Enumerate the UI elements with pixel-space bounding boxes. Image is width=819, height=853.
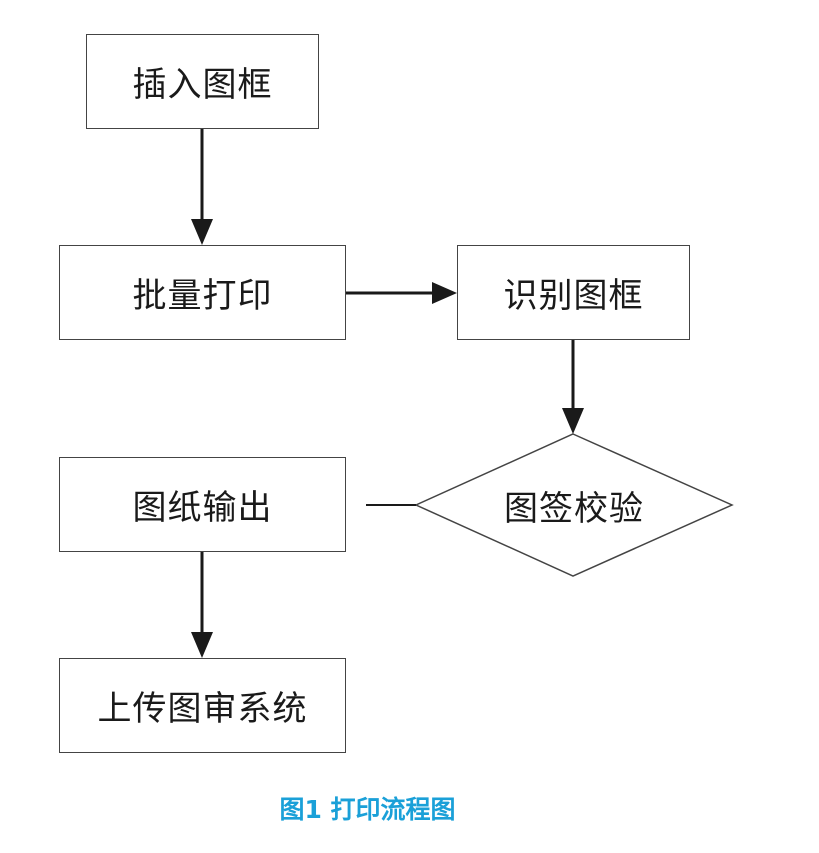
node-upload-review-system-label: 上传图审系统 — [97, 689, 308, 729]
node-insert-frame-label: 插入图框 — [132, 65, 273, 105]
arrowhead-identify-to-check — [562, 408, 584, 434]
node-drawing-output-label: 图纸输出 — [132, 488, 273, 528]
node-drawing-output: 图纸输出 — [59, 457, 346, 552]
arrowhead-output-to-upload — [191, 632, 213, 658]
decision-diamond — [414, 433, 734, 577]
node-identify-frame-label: 识别图框 — [503, 276, 644, 316]
figure-caption: 图1 打印流程图 — [279, 795, 456, 824]
decision-title-block-check-label-box: 图签校验 — [416, 434, 732, 576]
node-batch-print: 批量打印 — [59, 245, 346, 340]
arrowhead-insert-to-batch — [191, 219, 213, 245]
node-identify-frame: 识别图框 — [457, 245, 690, 340]
node-upload-review-system: 上传图审系统 — [59, 658, 346, 753]
arrowhead-batch-to-identify — [432, 282, 457, 304]
decision-title-block-check-label: 图签校验 — [504, 488, 644, 529]
node-insert-frame: 插入图框 — [86, 34, 319, 129]
node-batch-print-label: 批量打印 — [132, 276, 273, 316]
